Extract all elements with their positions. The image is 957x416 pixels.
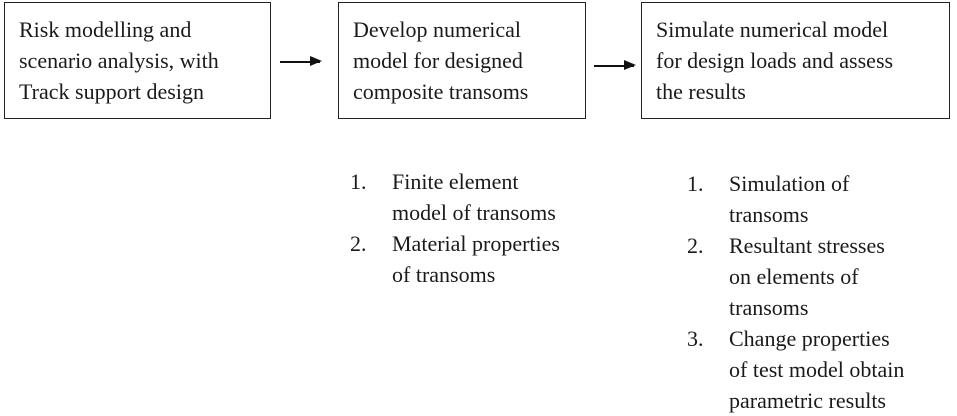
list-item: 1. Finite element model of transoms — [350, 166, 560, 228]
flow-arrow-2 — [594, 60, 636, 70]
arrow-head-icon — [310, 56, 322, 66]
process-box-develop-model: Develop numerical model for designed com… — [338, 2, 586, 119]
list-item-line: model of transoms — [392, 200, 556, 225]
list-item-line: transoms — [729, 202, 809, 227]
flow-arrow-1 — [280, 56, 322, 66]
arrow-head-icon — [624, 60, 636, 70]
box-text-line: composite transoms — [353, 79, 529, 104]
list-item: 3. Change properties of test model obtai… — [687, 323, 904, 416]
list-item-line: Change properties — [729, 326, 890, 351]
list-item-line: of transoms — [392, 262, 496, 287]
box-text-line: scenario analysis, with — [19, 48, 219, 73]
list-number: 3. — [687, 326, 704, 351]
list-number: 1. — [350, 169, 367, 194]
list-number: 1. — [687, 171, 704, 196]
list-number: 2. — [687, 233, 704, 258]
process-box-risk-modelling: Risk modelling and scenario analysis, wi… — [4, 2, 271, 119]
process-box-simulate-model: Simulate numerical model for design load… — [641, 2, 950, 119]
list-item-line: transoms — [729, 295, 809, 320]
list-item-line: Resultant stresses — [729, 233, 885, 258]
list-item-line: Simulation of — [729, 171, 850, 196]
list-item-line: Material properties — [392, 231, 560, 256]
simulate-model-steps-list: 1. Simulation of transoms 2. Resultant s… — [687, 168, 904, 416]
box-text-line: for design loads and assess — [656, 48, 894, 73]
list-item-line: Finite element — [392, 169, 519, 194]
list-item-line: on elements of — [729, 264, 859, 289]
box-text-line: Track support design — [19, 79, 204, 104]
box-text-line: Simulate numerical model — [656, 17, 889, 42]
list-item-line: parametric results — [729, 388, 886, 413]
develop-model-steps-list: 1. Finite element model of transoms 2. M… — [350, 166, 560, 290]
box-text-line: Risk modelling and — [19, 17, 192, 42]
box-text-line: the results — [656, 79, 746, 104]
list-item: 2. Resultant stresses on elements of tra… — [687, 230, 904, 323]
list-item: 1. Simulation of transoms — [687, 168, 904, 230]
box-text-line: Develop numerical — [353, 17, 521, 42]
list-item: 2. Material properties of transoms — [350, 228, 560, 290]
list-number: 2. — [350, 231, 367, 256]
box-text-line: model for designed — [353, 48, 523, 73]
list-item-line: of test model obtain — [729, 357, 905, 382]
